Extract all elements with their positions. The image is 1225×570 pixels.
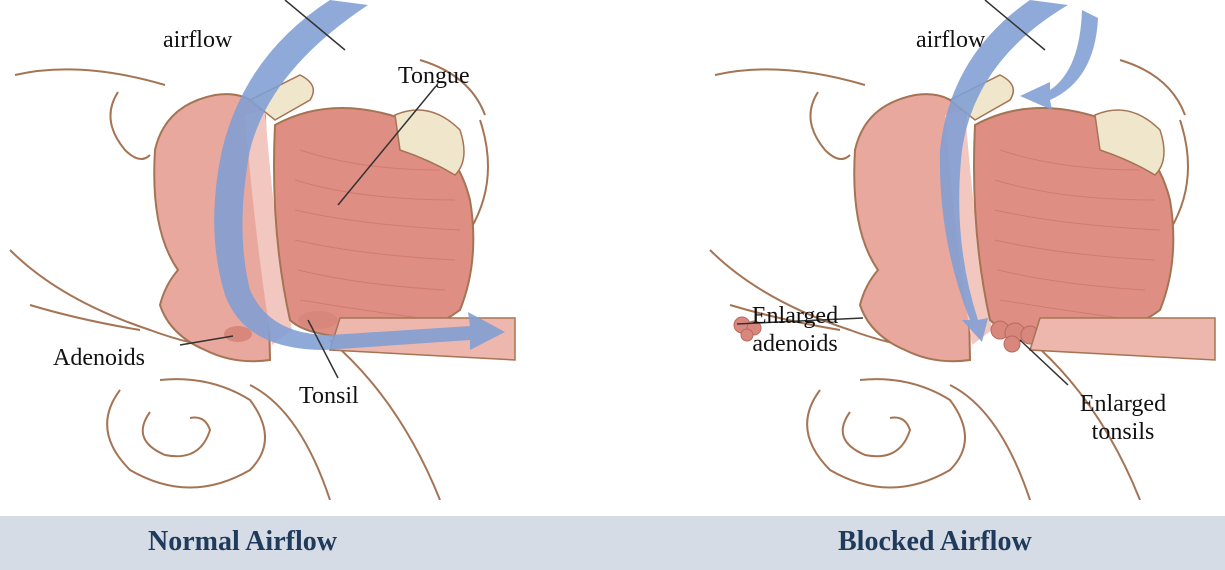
tonsil-shape xyxy=(298,311,338,329)
adenoids-shape xyxy=(224,326,252,342)
caption-normal-airflow: Normal Airflow xyxy=(148,526,337,558)
label-enlarged-tonsils: Enlarged tonsils xyxy=(1068,390,1178,446)
label-tongue: Tongue xyxy=(398,62,470,90)
label-airflow: airflow xyxy=(163,26,232,54)
label-tonsil: Tonsil xyxy=(299,382,359,410)
label-adenoids: Adenoids xyxy=(53,344,145,372)
label-enlarged-tonsils-line2: tonsils xyxy=(1068,418,1178,446)
label-enlarged-adenoids-line1: Enlarged xyxy=(740,302,850,330)
normal-airflow-panel: airflow Tongue Adenoids Tonsil xyxy=(0,0,540,500)
label-enlarged-adenoids: Enlarged adenoids xyxy=(740,302,850,358)
label-enlarged-adenoids-line2: adenoids xyxy=(740,330,850,358)
label-enlarged-tonsils-line1: Enlarged xyxy=(1068,390,1178,418)
label-airflow: airflow xyxy=(916,26,985,54)
trachea xyxy=(1030,318,1215,360)
caption-blocked-airflow: Blocked Airflow xyxy=(838,526,1032,558)
blocked-airflow-panel: airflow Enlarged adenoids Enlarged tonsi… xyxy=(700,0,1225,500)
